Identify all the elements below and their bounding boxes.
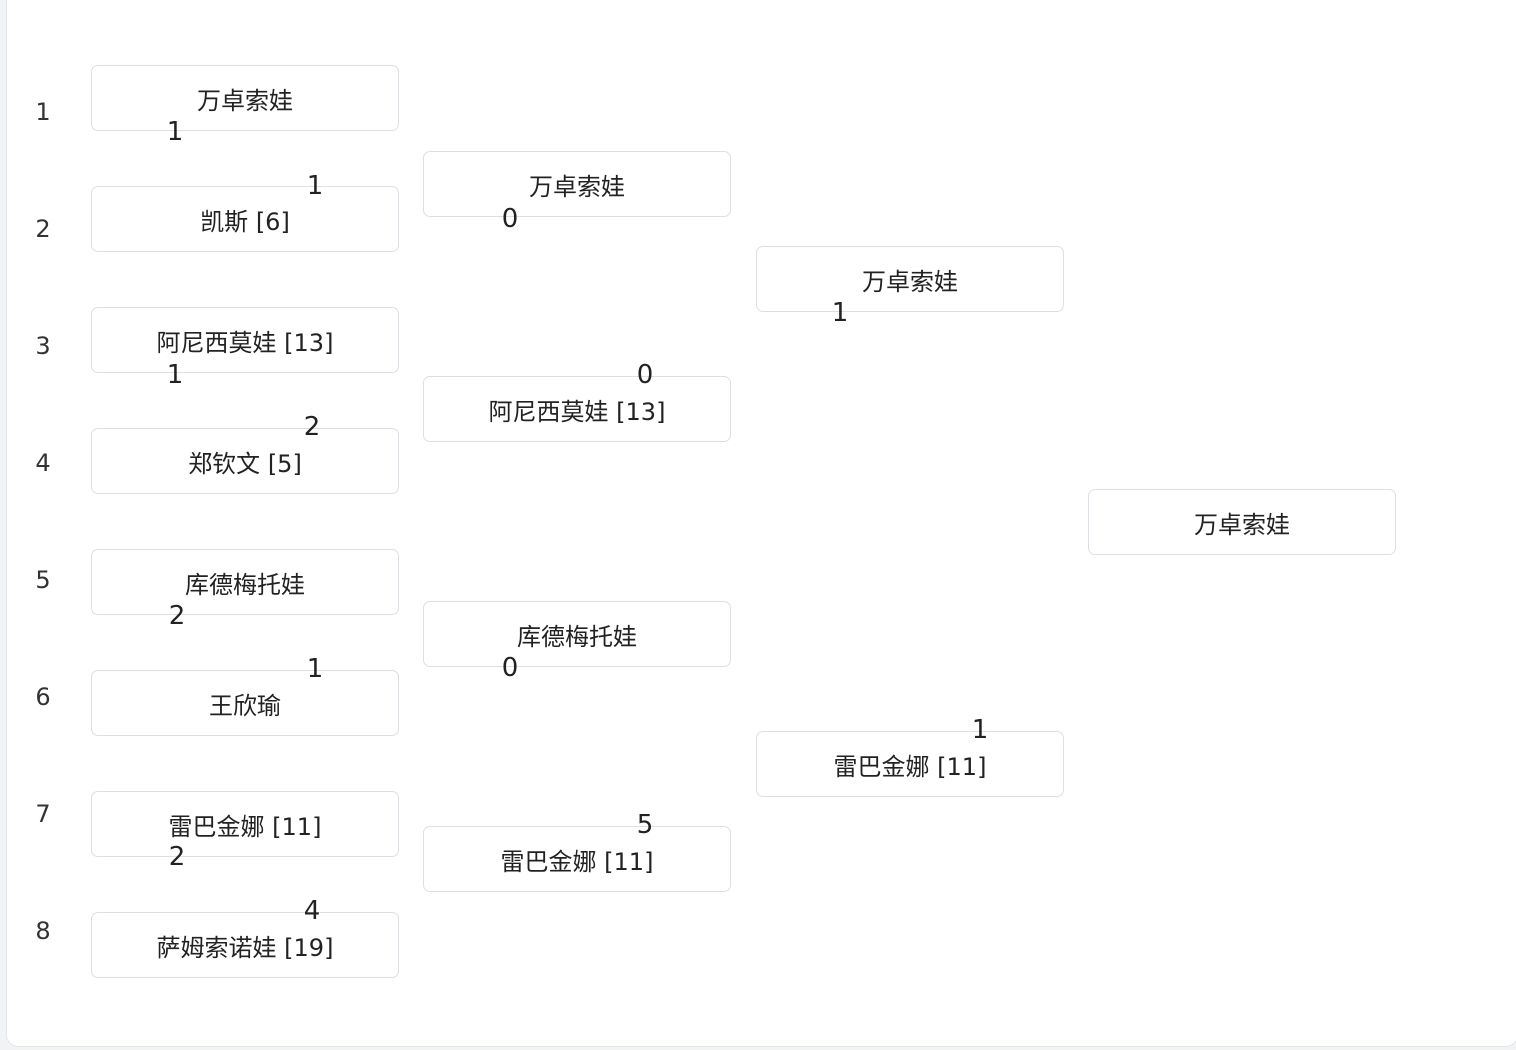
player-name: 凯斯 [6] <box>200 207 290 236</box>
match-score: 2 <box>168 842 186 872</box>
player-name: 阿尼西莫娃 [13] <box>156 328 334 357</box>
player-name: 万卓索娃 <box>197 86 293 115</box>
match-score: 1 <box>306 654 324 684</box>
round3-match-card[interactable]: 雷巴金娜 [11] <box>756 731 1064 797</box>
round1-match-card[interactable]: 雷巴金娜 [11] <box>91 791 399 857</box>
round2-match-card[interactable]: 万卓索娃 <box>423 151 731 217</box>
player-name: 王欣瑜 <box>209 691 281 720</box>
player-name: 库德梅托娃 <box>185 570 305 599</box>
seed-number: 1 <box>35 98 51 126</box>
round2-match-card[interactable]: 阿尼西莫娃 [13] <box>423 376 731 442</box>
round3-match-card[interactable]: 万卓索娃 <box>756 246 1064 312</box>
round2-match-card[interactable]: 雷巴金娜 [11] <box>423 826 731 892</box>
player-name: 万卓索娃 <box>529 172 625 201</box>
match-score: 0 <box>501 204 519 234</box>
round1-match-card[interactable]: 阿尼西莫娃 [13] <box>91 307 399 373</box>
round2-match-card[interactable]: 库德梅托娃 <box>423 601 731 667</box>
seed-number: 6 <box>35 683 51 711</box>
match-score: 1 <box>831 298 849 328</box>
match-score: 1 <box>306 171 324 201</box>
round1-match-card[interactable]: 凯斯 [6] <box>91 186 399 252</box>
round1-match-card[interactable]: 万卓索娃 <box>91 65 399 131</box>
match-score: 2 <box>168 601 186 631</box>
seed-number: 3 <box>35 332 51 360</box>
seed-number: 5 <box>35 566 51 594</box>
player-name: 阿尼西莫娃 [13] <box>488 397 666 426</box>
player-name: 雷巴金娜 [11] <box>168 812 322 841</box>
match-score: 4 <box>303 896 321 926</box>
seed-number: 2 <box>35 215 51 243</box>
seed-number: 4 <box>35 449 51 477</box>
match-score: 5 <box>636 810 654 840</box>
player-name: 万卓索娃 <box>1194 510 1290 539</box>
round1-match-card[interactable]: 萨姆索诺娃 [19] <box>91 912 399 978</box>
player-name: 雷巴金娜 [11] <box>500 847 654 876</box>
match-score: 1 <box>166 117 184 147</box>
match-score: 2 <box>303 412 321 442</box>
player-name: 雷巴金娜 [11] <box>833 752 987 781</box>
round1-match-card[interactable]: 王欣瑜 <box>91 670 399 736</box>
player-name: 郑钦文 [5] <box>188 449 302 478</box>
match-score: 0 <box>501 653 519 683</box>
match-score: 0 <box>636 360 654 390</box>
player-name: 库德梅托娃 <box>517 622 637 651</box>
seed-number: 7 <box>35 800 51 828</box>
round1-match-card[interactable]: 郑钦文 [5] <box>91 428 399 494</box>
match-score: 1 <box>166 360 184 390</box>
player-name: 萨姆索诺娃 [19] <box>156 933 334 962</box>
match-score: 1 <box>971 715 989 745</box>
player-name: 万卓索娃 <box>862 267 958 296</box>
seed-number: 8 <box>35 917 51 945</box>
round1-match-card[interactable]: 库德梅托娃 <box>91 549 399 615</box>
champion-card[interactable]: 万卓索娃 <box>1088 489 1396 555</box>
